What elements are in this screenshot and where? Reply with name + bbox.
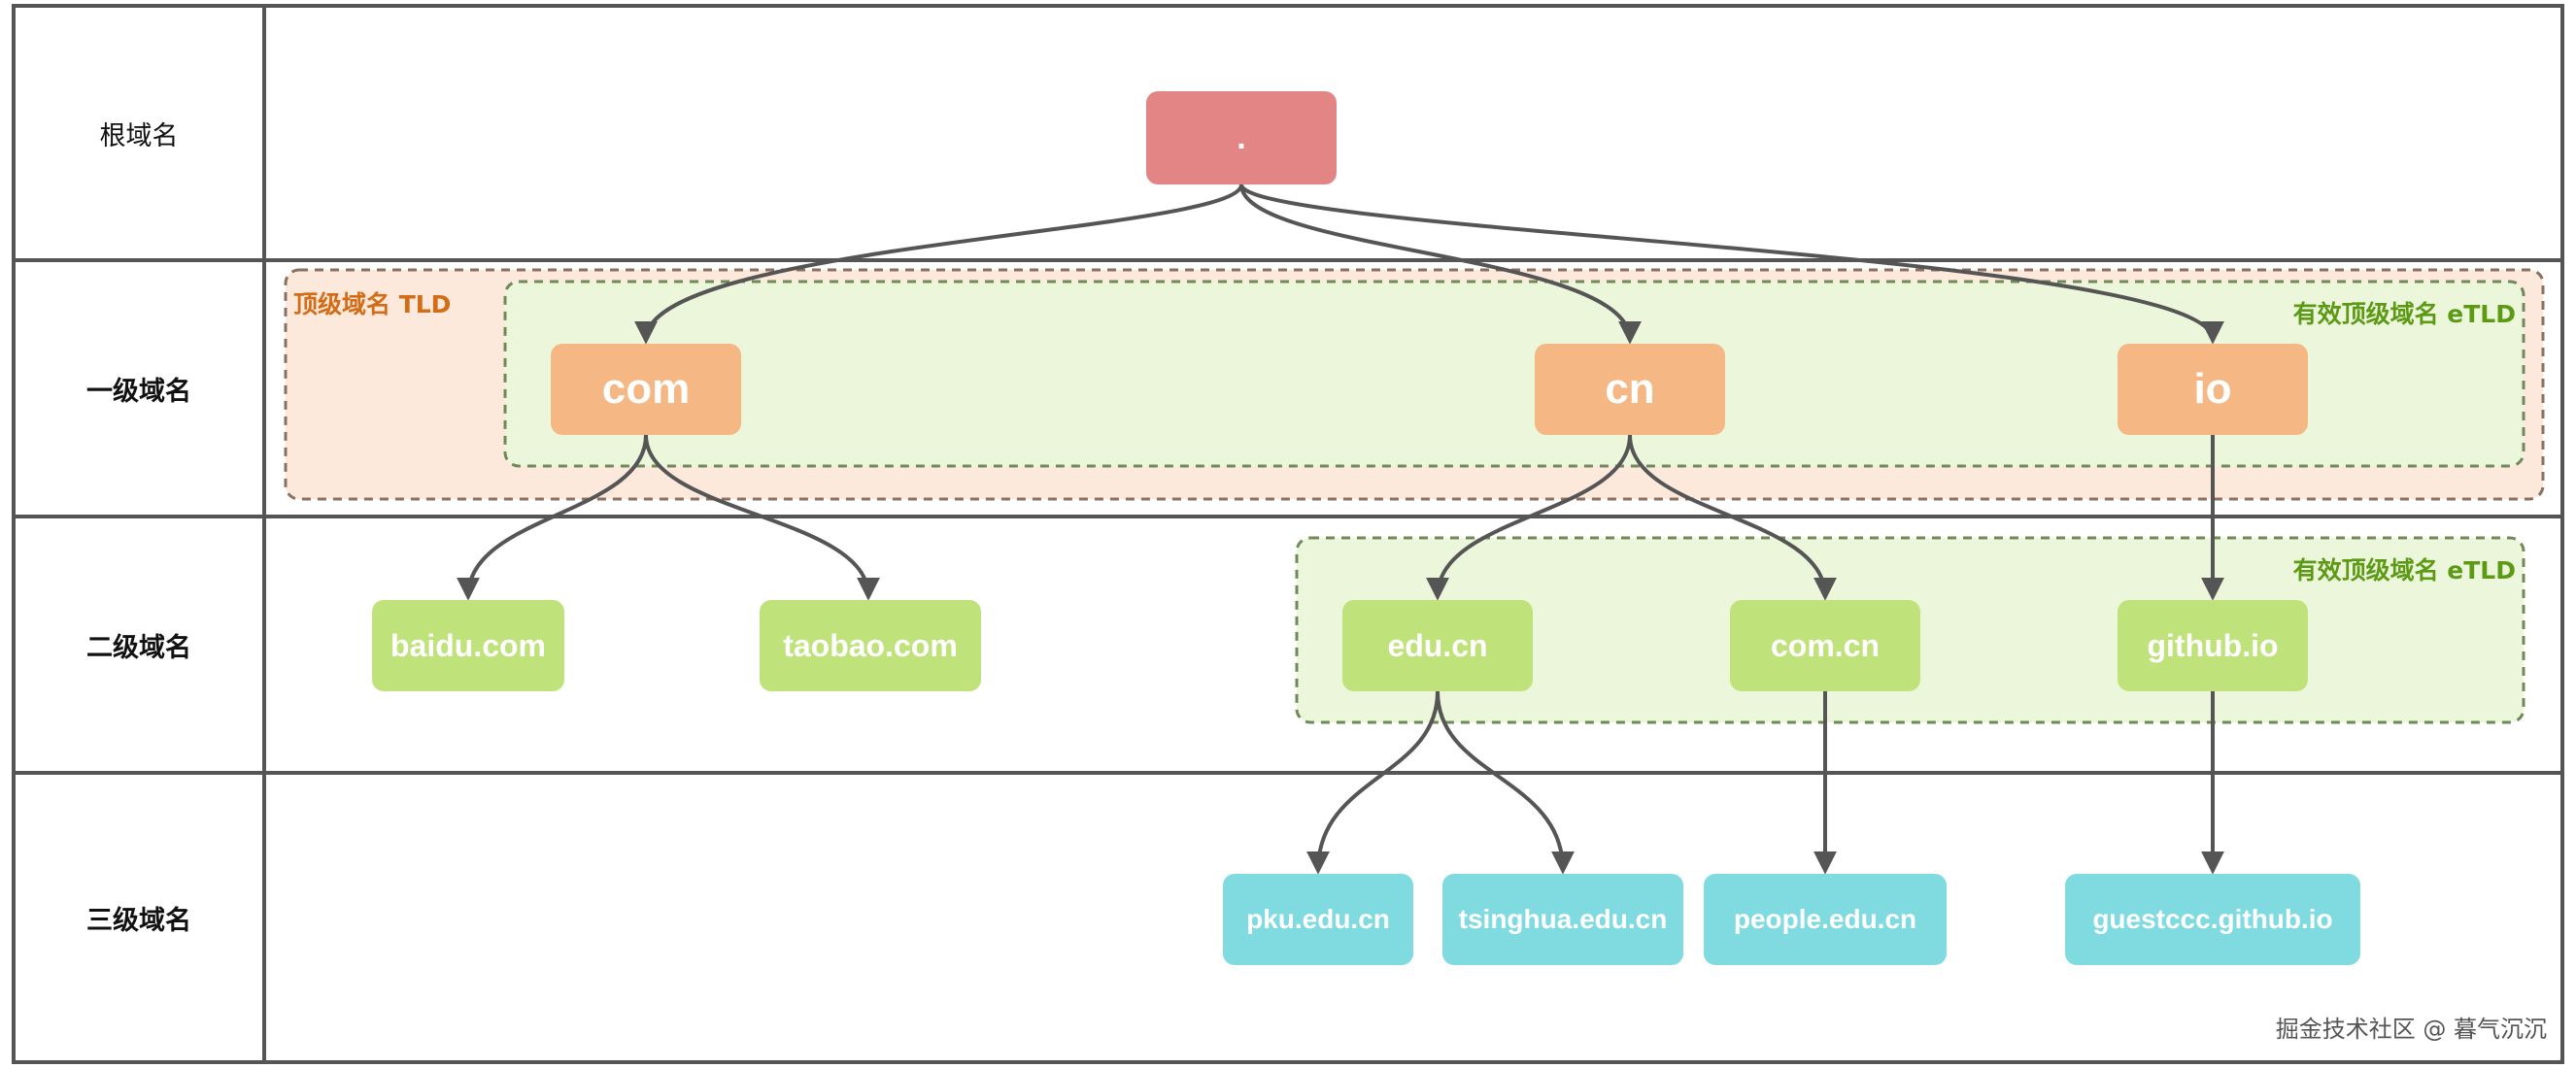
- node-baidu: baidu.com: [372, 600, 564, 691]
- node-com: com: [551, 344, 741, 435]
- table-border: [12, 4, 2564, 1064]
- node-taobao: taobao.com: [760, 600, 981, 691]
- edge-root-cn: [1239, 184, 1642, 345]
- row-label-root: 根域名: [99, 120, 179, 151]
- node-edu-cn: edu.cn: [1342, 600, 1533, 691]
- edge-com-baidu: [457, 434, 648, 601]
- edge-root-com: [634, 184, 1243, 345]
- edge-cn-comcn: [1628, 434, 1837, 601]
- node-github-io: github.io: [2118, 600, 2308, 691]
- etld-region-label-top: 有效顶级域名 eTLD: [2292, 300, 2516, 328]
- edge-cn-edu: [1426, 434, 1632, 601]
- edge-root-io: [1239, 184, 2224, 345]
- row-label-sld: 二级域名: [86, 632, 191, 663]
- node-tsinghua: tsinghua.edu.cn: [1442, 874, 1683, 965]
- edge-com-taobao: [644, 434, 880, 601]
- etld-region-top: [503, 280, 2525, 468]
- edge-edu-pku: [1306, 690, 1440, 875]
- node-cn: cn: [1535, 344, 1725, 435]
- row-label-third: 三级域名: [86, 905, 191, 936]
- node-guestccc: guestccc.github.io: [2065, 874, 2360, 965]
- edge-edu-tsinghua: [1436, 690, 1575, 875]
- node-io: io: [2118, 344, 2308, 435]
- row-label-tld: 一级域名: [86, 376, 191, 407]
- etld-region-label-second: 有效顶级域名 eTLD: [2292, 556, 2516, 584]
- node-root: .: [1146, 91, 1337, 184]
- tld-region-label: 顶级域名 TLD: [293, 290, 452, 318]
- node-com-cn: com.cn: [1730, 600, 1920, 691]
- node-pku: pku.edu.cn: [1223, 874, 1413, 965]
- node-people: people.edu.cn: [1704, 874, 1947, 965]
- watermark: 掘金技术社区 @ 暮气沉沉: [2275, 1016, 2547, 1043]
